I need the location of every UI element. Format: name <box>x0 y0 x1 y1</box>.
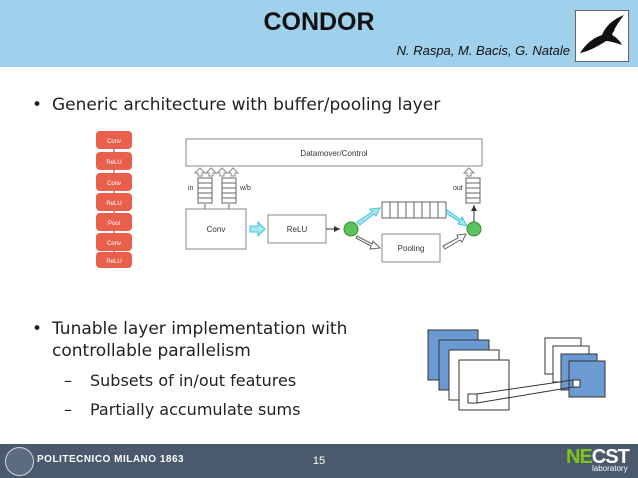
bullet-glyph: • <box>32 95 43 115</box>
sub-bullet-subsets: –Subsets of in/out features <box>64 371 296 390</box>
layer-stack: Conv ReLU Conv ReLU Pool Conv ReLU <box>96 131 132 268</box>
layer-conv-3 <box>96 233 132 251</box>
layer-label: ReLU <box>106 160 121 166</box>
in-buffer <box>197 177 213 204</box>
relu-label: ReLU <box>287 225 308 234</box>
layer-conv-2 <box>96 173 132 191</box>
dash-glyph: – <box>64 400 72 419</box>
layer-conv-1 <box>96 131 132 149</box>
relu-box <box>267 214 327 244</box>
necst-logo: NECST <box>566 446 630 469</box>
datamover-arrows <box>193 167 476 177</box>
layer-label: Conv <box>107 241 121 247</box>
sub-bullet-text: Subsets of in/out features <box>90 371 297 390</box>
out-buffer <box>465 177 481 204</box>
architecture-diagram: Conv ReLU Conv ReLU Pool Conv ReLU Datam… <box>96 131 606 411</box>
pooling-to-out-arrow <box>442 233 467 250</box>
sub-bullet-text: Partially accumulate sums <box>90 400 301 419</box>
line-buffer <box>381 201 447 219</box>
wb-buffer <box>221 177 237 204</box>
layer-relu-2 <box>96 193 132 211</box>
bullet-text-line2: controllable parallelism <box>52 341 251 361</box>
layer-relu-3 <box>96 252 132 268</box>
necst-lab-label: laboratory <box>592 464 628 473</box>
layer-label: Conv <box>107 139 121 145</box>
mux-node-2 <box>466 221 482 237</box>
necst-ne: NE <box>566 446 593 468</box>
conv-to-relu-arrow <box>249 220 266 238</box>
datamover-label: Datamover/Control <box>300 149 367 158</box>
layer-label: ReLU <box>106 201 121 207</box>
layer-label: ReLU <box>106 259 121 265</box>
conv-box <box>185 208 247 250</box>
slide-authors: N. Raspa, M. Bacis, G. Natale <box>396 43 570 58</box>
feature-maps-illustration <box>427 329 606 411</box>
page-number: 15 <box>312 455 326 467</box>
slide-title: CONDOR <box>263 8 375 36</box>
polimi-seal-icon <box>5 447 34 476</box>
header-bar <box>0 0 638 67</box>
bullet-text: Generic architecture with buffer/pooling… <box>52 95 441 115</box>
buffer-to-out-arrow <box>445 209 468 227</box>
layer-relu-1 <box>96 152 132 170</box>
out-label: out <box>453 185 463 192</box>
mux-node-1 <box>343 221 359 237</box>
university-name: POLITECNICO MILANO 1863 <box>37 454 185 465</box>
necst-cst: CST <box>591 446 630 468</box>
bullet-tunable-layer: • Tunable layer implementation with contr… <box>32 318 347 362</box>
condor-logo <box>575 10 629 62</box>
bullet-text-line1: Tunable layer implementation with <box>52 319 348 339</box>
layer-label: Pool <box>108 221 120 227</box>
footer-bar <box>0 444 638 478</box>
dash-glyph: – <box>64 371 72 390</box>
layer-label: Conv <box>107 181 121 187</box>
to-pooling-arrow <box>355 235 382 250</box>
bullet-generic-architecture: • Generic architecture with buffer/poolin… <box>32 95 440 115</box>
in-label: in <box>188 185 194 192</box>
layer-pool <box>96 213 132 231</box>
sub-bullet-partial-sums: –Partially accumulate sums <box>64 400 300 419</box>
bullet-glyph: • <box>32 319 43 339</box>
conv-label: Conv <box>207 225 226 234</box>
to-line-buffer-arrow <box>356 207 381 226</box>
datamover-box <box>185 138 483 167</box>
pooling-box <box>381 233 441 263</box>
wb-label: w/b <box>239 185 251 192</box>
condor-bird-icon <box>580 15 624 53</box>
pooling-label: Pooling <box>398 244 425 253</box>
